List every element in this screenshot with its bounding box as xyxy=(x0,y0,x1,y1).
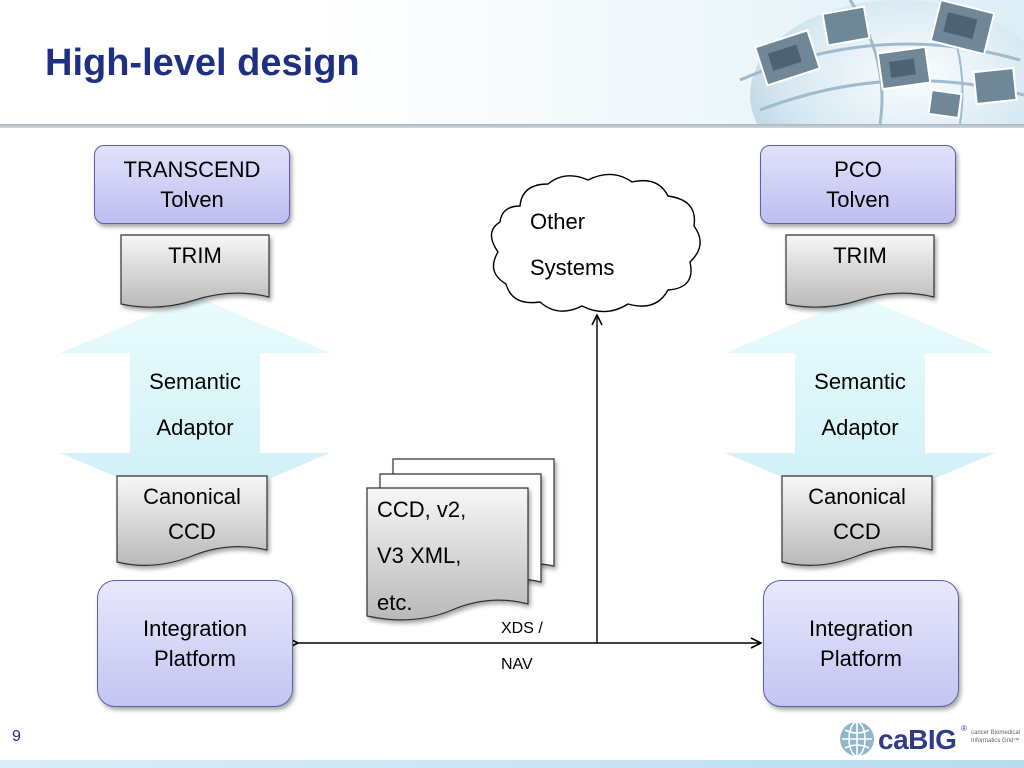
left-adaptor-label-line2: Adaptor xyxy=(156,415,234,440)
slide-title: High-level design xyxy=(45,42,360,84)
left-application-box: TRANSCEND Tolven xyxy=(94,145,290,224)
header-divider xyxy=(0,124,1024,128)
cloud-label-line2: Systems xyxy=(530,255,615,280)
left-integration-platform-box: Integration Platform xyxy=(97,580,293,707)
documents-label-line3: etc. xyxy=(377,590,413,615)
left-platform-label-line2: Platform xyxy=(154,645,236,671)
cabig-logo-wordmark: caBIG xyxy=(878,724,957,755)
stacked-document-front xyxy=(366,487,529,621)
globe-photo-collage-graphic xyxy=(739,0,1024,124)
right-integration-platform-box: Integration Platform xyxy=(763,580,959,707)
footer-bar xyxy=(0,760,1024,768)
right-canonical-label-line1: Canonical xyxy=(808,484,906,509)
slide-page-number: 9 xyxy=(12,728,21,745)
right-application-box: PCO Tolven xyxy=(760,145,956,224)
left-adaptor-label-line1: Semantic xyxy=(149,369,241,394)
right-application-name: PCO xyxy=(834,156,882,182)
right-adaptor-label-line2: Adaptor xyxy=(821,415,899,440)
right-adaptor-label-line1: Semantic xyxy=(814,369,906,394)
right-canonical-ccd-document xyxy=(781,475,933,566)
left-trim-label: TRIM xyxy=(168,243,222,268)
connector-label-line1: XDS / xyxy=(501,620,543,637)
cabig-logo-tagline: cancer Biomedical Informatics Grid™ xyxy=(971,730,1021,744)
right-platform-label-line1: Integration xyxy=(809,615,913,641)
left-platform-label-line1: Integration xyxy=(143,615,247,641)
right-canonical-label-line2: CCD xyxy=(833,519,881,544)
other-systems-cloud xyxy=(490,173,701,313)
right-application-platform: Tolven xyxy=(826,186,890,212)
left-application-platform: Tolven xyxy=(160,186,224,212)
left-canonical-ccd-document xyxy=(116,475,268,566)
left-semantic-adaptor-arrow xyxy=(60,296,330,510)
cabig-logo: caBIG ® cancer Biomedical Informatics Gr… xyxy=(838,718,1021,760)
right-semantic-adaptor-arrow xyxy=(725,296,995,510)
left-application-name: TRANSCEND xyxy=(123,156,261,182)
right-trim-document xyxy=(785,234,935,308)
left-trim-document xyxy=(120,234,270,308)
right-platform-label-line2: Platform xyxy=(820,645,902,671)
documents-label-line2: V3 XML, xyxy=(377,543,462,568)
right-trim-label: TRIM xyxy=(833,243,887,268)
left-canonical-label-line2: CCD xyxy=(168,519,216,544)
cabig-globe-icon xyxy=(840,721,874,757)
cloud-label-line1: Other xyxy=(530,209,586,234)
documents-label-line1: CCD, v2, xyxy=(377,497,467,522)
left-canonical-label-line1: Canonical xyxy=(143,484,241,509)
connector-label-line2: NAV xyxy=(501,656,533,673)
cabig-trademark: ® xyxy=(961,724,967,733)
